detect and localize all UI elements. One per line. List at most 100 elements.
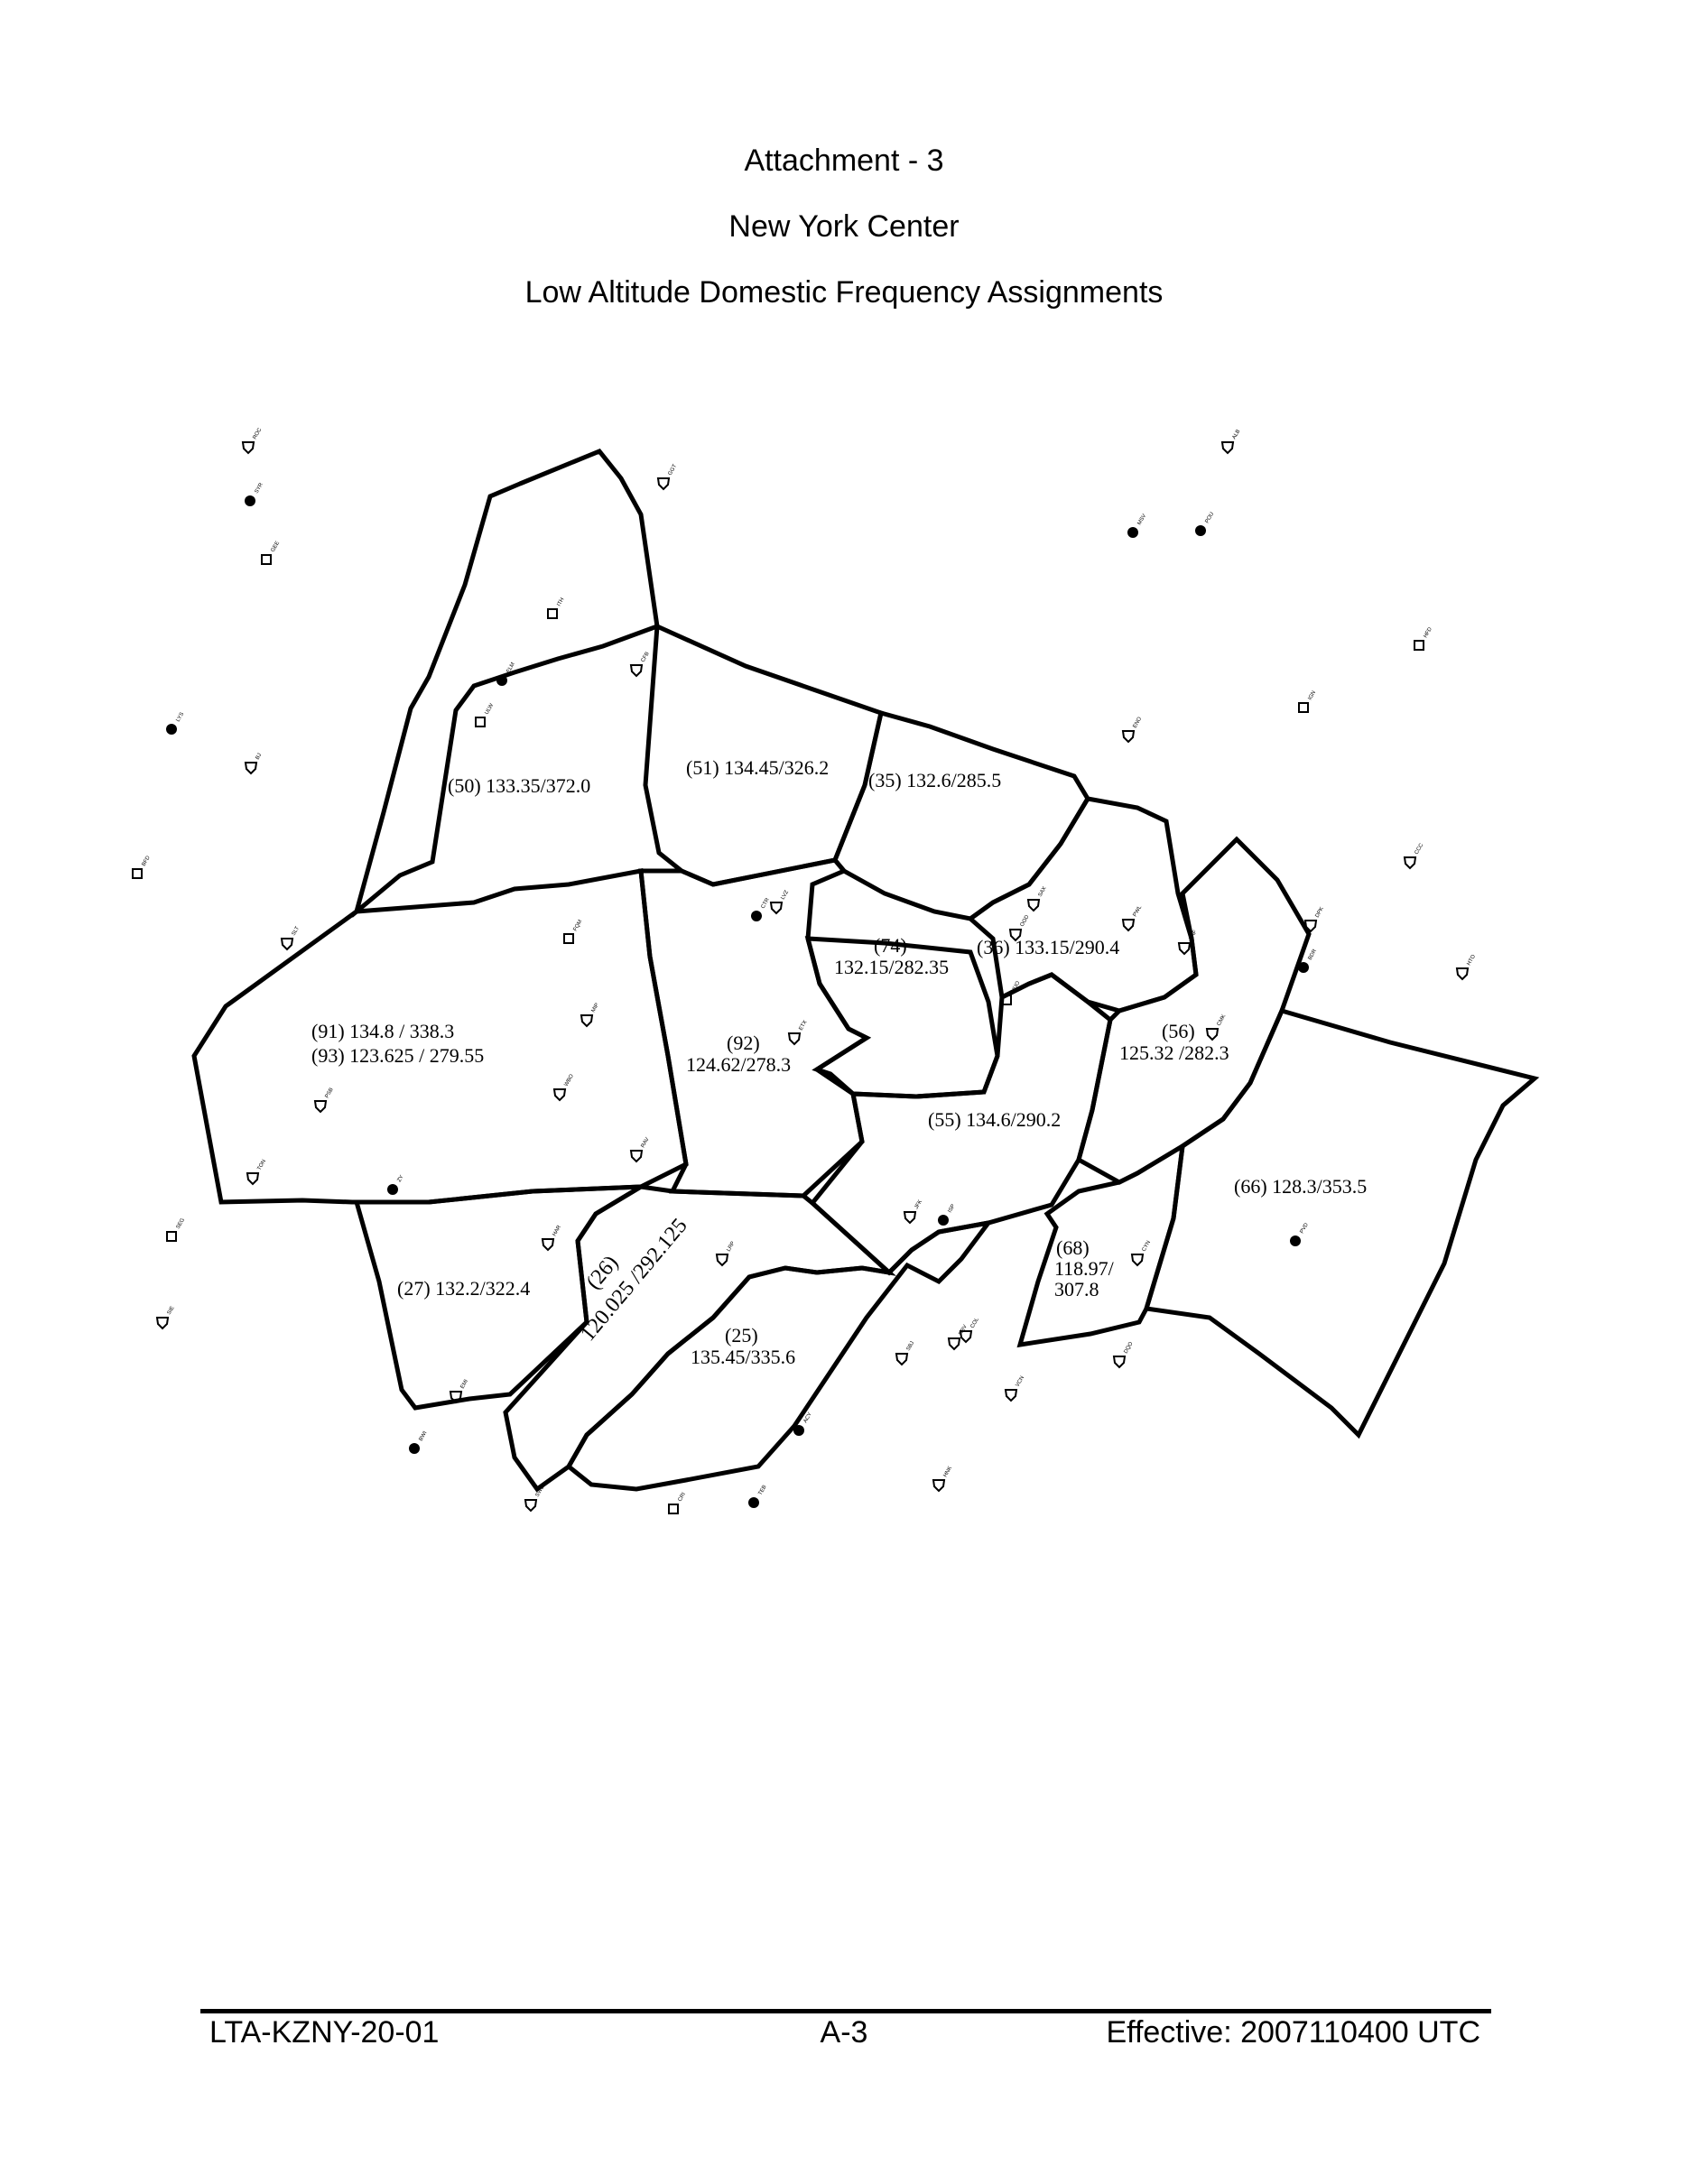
navaid-ndb-bwi: BWI — [409, 1430, 429, 1454]
sector-label-74: (74) 132.15/282.35 — [834, 934, 949, 978]
navaid-vor-sbj: SBJ — [895, 1340, 916, 1366]
sector-label-50: (50) 133.35/372.0 — [448, 774, 590, 797]
sector-68-boundary — [1016, 1142, 1186, 1348]
sector-label-36: (36) 133.15/290.4 — [977, 936, 1119, 958]
center-title: New York Center — [728, 209, 960, 244]
navaid-ident: SBJ — [906, 1340, 916, 1352]
navaid-ident: VCN — [1016, 1375, 1026, 1388]
navaid-vor-pwl: PWL — [1121, 904, 1144, 932]
navaid-vor-emi: EMI — [449, 1378, 469, 1404]
navaid-ident: DQO — [1124, 1341, 1135, 1355]
navaid-ident: SYR — [255, 482, 265, 495]
sector-36-boundary — [966, 796, 1199, 1013]
navaid-vor-cmk: CMK — [1205, 1013, 1228, 1041]
sector-label-55: (55) 134.6/290.2 — [928, 1108, 1061, 1131]
navaid-fix-gee: GEE — [261, 541, 282, 565]
navaid-ident: ULW — [485, 703, 496, 716]
sector-label-35: (35) 132.6/285.5 — [868, 769, 1001, 791]
navaid-vor-bj: BJ — [244, 753, 264, 775]
navaid-ident: CRI — [678, 1492, 688, 1503]
navaid-vor-cyn: CYN — [1130, 1240, 1152, 1267]
navaid-ndb-msv: MSV — [1127, 514, 1147, 538]
navaid-vor-dpk: DPK — [1303, 906, 1325, 933]
navaid-ident: BWI — [419, 1430, 429, 1442]
navaid-ident: GGT — [668, 463, 679, 477]
navaid-ident: COL — [970, 1317, 981, 1329]
navaid-ident: HAR — [552, 1224, 563, 1237]
navaid-ndb-pou: POU — [1195, 512, 1215, 536]
navaid-ident: GEE — [271, 541, 282, 553]
navaid-vor-sax: SAX — [1026, 886, 1048, 912]
footer-rule — [200, 2009, 1491, 2013]
navaid-ndb-bdr: BDR — [1298, 948, 1318, 973]
navaid-ident: LYS — [176, 712, 186, 723]
navaid-fix-cri: CRI — [668, 1492, 688, 1514]
navaid-vor-ggt: GGT — [656, 463, 679, 491]
navaid-vor-psb: PSB — [313, 1087, 335, 1114]
navaid-vor-sie: SIE — [155, 1306, 176, 1330]
navaid-vor-ccc: CCC — [1403, 842, 1425, 870]
navaid-vor-mip: MIP — [580, 1003, 601, 1028]
navaid-vor-rbv: RBV — [947, 1324, 969, 1351]
navaid-vor-hnk: HNK — [932, 1466, 954, 1493]
navaid-ident: CMK — [1217, 1013, 1228, 1027]
page-number: A-3 — [820, 2015, 868, 2050]
navaid-vor-lrp: LRP — [715, 1241, 737, 1267]
navaid-ident: SLT — [292, 926, 301, 937]
document-id: LTA-KZNY-20-01 — [209, 2015, 440, 2050]
navaid-fix-ulw: ULW — [475, 703, 496, 727]
sector-label-25: (25) 135.45/335.6 — [691, 1324, 795, 1368]
navaid-ident: TON — [257, 1159, 267, 1171]
navaid-ident: ACY — [803, 1411, 813, 1424]
navaid-vor-cfb: CFB — [629, 652, 651, 678]
document-subtitle: Low Altitude Domestic Frequency Assignme… — [524, 275, 1164, 310]
sector-label-26: (26) 120.025 /292.125 — [554, 1196, 692, 1346]
navaid-fix-fqm: FQM — [563, 919, 584, 944]
navaid-ident: RAV — [641, 1137, 651, 1149]
navaid-ndb-zy: ZY — [387, 1174, 405, 1195]
effective-date: Effective: 2007110400 UTC — [1106, 2015, 1480, 2050]
navaid-ident: LRP — [727, 1241, 737, 1253]
navaid-ident: SEG — [176, 1217, 187, 1230]
navaid-ndb-elm: ELM — [496, 662, 516, 686]
attachment-title: Attachment - 3 — [744, 143, 944, 178]
navaid-ndb-pvd: PVD — [1290, 1222, 1310, 1246]
navaid-fix-ith: ITH — [547, 597, 566, 619]
navaid-ident: MIP — [591, 1003, 601, 1013]
navaid-ident: CFB — [641, 652, 651, 663]
navaid-ident: ROC — [253, 427, 264, 440]
sector-35-boundary — [832, 709, 1090, 921]
navaid-ndb-syr: SYR — [245, 482, 264, 506]
navaid-fix-huo: HUO — [1001, 980, 1022, 1005]
navaid-ident: LVZ — [781, 890, 791, 901]
navaid-ident: PWL — [1133, 904, 1144, 918]
navaid-ident: JFK — [914, 1199, 924, 1210]
navaid-ident: BJ — [255, 753, 264, 761]
navaid-ident: IGN — [1308, 690, 1318, 701]
navaid-vor-alb: ALB — [1220, 429, 1242, 455]
navaid-vor-wbo: WBO — [552, 1073, 575, 1102]
navaid-ident: OOD — [1020, 914, 1031, 928]
sector-25-boundary — [565, 1219, 994, 1492]
sector-66-boundary — [1143, 1007, 1540, 1439]
navaid-ndb-lys: LYS — [166, 712, 185, 735]
navaid-vor-rav: RAV — [629, 1137, 651, 1163]
navaid-ident: ETX — [799, 1020, 809, 1032]
navaid-vor-slt: SLT — [280, 926, 301, 951]
navaid-ident: ALB — [1232, 429, 1242, 440]
navaid-fix-ign: IGN — [1298, 690, 1318, 713]
navaid-ndb-ctr: CTR — [751, 897, 771, 921]
navaid-ident: SAX — [1038, 886, 1048, 898]
svg-text:(26) 120.025 /292.125: (26) 120.025 /292.125 — [554, 1196, 692, 1346]
navaid-ident: BDR — [1308, 948, 1319, 961]
navaid-ident: ELM — [506, 662, 516, 674]
navaid-ident: ITH — [557, 597, 566, 607]
navaid-ident: FQM — [573, 919, 584, 932]
navaid-ident: HTO — [1467, 954, 1478, 967]
navaid-ident: ENO — [1133, 716, 1144, 729]
sector-label-27: (27) 132.2/322.4 — [397, 1277, 530, 1300]
navaid-ident: HNK — [943, 1466, 954, 1478]
navaid-vor-hto: HTO — [1455, 954, 1478, 981]
